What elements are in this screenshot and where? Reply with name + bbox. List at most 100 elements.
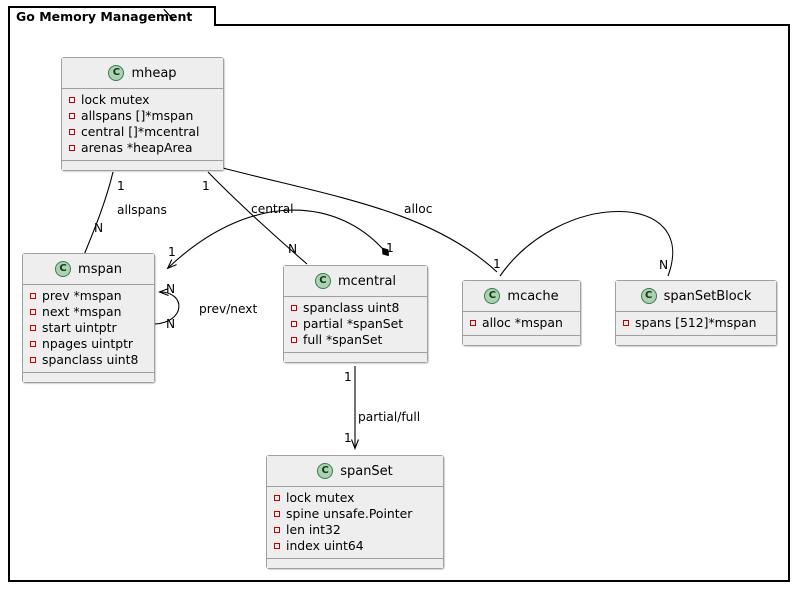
class-fields-mcache: alloc *mspan	[463, 312, 580, 336]
class-field-text: npages uintptr	[42, 335, 134, 351]
class-methods-spansetblock	[616, 336, 776, 345]
class-header-mspan: C mspan	[23, 254, 154, 285]
private-field-marker-icon	[291, 337, 297, 343]
class-field-text: start uintptr	[42, 319, 117, 335]
relation-mult-mheap-allspans-source: 1	[117, 179, 125, 193]
private-field-marker-icon	[274, 527, 280, 533]
class-circle-icon: C	[484, 288, 501, 304]
class-circle-icon: C	[108, 65, 125, 81]
class-box-spansetblock[interactable]: C spanSetBlock spans [512]*mspan	[615, 280, 777, 346]
class-field: prev *mspan	[23, 288, 154, 304]
class-field: alloc *mspan	[463, 315, 580, 331]
class-box-spanset[interactable]: C spanSet lock mutex spine unsafe.Pointe…	[266, 455, 444, 569]
class-field: lock mutex	[62, 92, 223, 108]
relation-mult-mcache-spansetblock-target: N	[659, 258, 669, 272]
private-field-marker-icon	[470, 320, 476, 326]
class-field-text: partial *spanSet	[303, 315, 404, 331]
class-field-text: spanclass uint8	[303, 299, 400, 315]
class-field: npages uintptr	[23, 336, 154, 352]
class-box-mheap[interactable]: C mheap lock mutex allspans []*mspan cen…	[61, 57, 224, 171]
class-circle-icon: C	[317, 463, 334, 479]
class-field-text: spans [512]*mspan	[635, 314, 757, 330]
private-field-marker-icon	[69, 97, 75, 103]
private-field-marker-icon	[69, 113, 75, 119]
class-field: allspans []*mspan	[62, 108, 223, 124]
relation-mult-mspan-self-source: N	[166, 282, 176, 296]
package-frame	[8, 24, 790, 582]
class-field-text: prev *mspan	[42, 287, 122, 303]
class-field-text: lock mutex	[81, 91, 150, 107]
class-field: lock mutex	[267, 490, 443, 506]
private-field-marker-icon	[69, 145, 75, 151]
private-field-marker-icon	[274, 495, 280, 501]
class-header-mcentral: C mcentral	[284, 266, 427, 297]
class-field: arenas *heapArea	[62, 140, 223, 156]
private-field-marker-icon	[30, 357, 36, 363]
private-field-marker-icon	[623, 320, 629, 326]
class-circle-icon: C	[640, 288, 657, 304]
class-methods-mcache	[463, 336, 580, 345]
class-name-mcache: mcache	[507, 288, 559, 304]
class-field: central []*mcentral	[62, 124, 223, 140]
relation-mult-mcentral-mspan-source: 1	[386, 241, 394, 255]
class-box-mcentral[interactable]: C mcentral spanclass uint8 partial *span…	[283, 265, 428, 363]
class-methods-mcentral	[284, 353, 427, 362]
class-header-spanset: C spanSet	[267, 456, 443, 487]
private-field-marker-icon	[274, 543, 280, 549]
class-field-text: next *mspan	[42, 303, 122, 319]
relation-mult-mheap-alloc-target: 1	[493, 257, 501, 271]
private-field-marker-icon	[30, 293, 36, 299]
class-name-mheap: mheap	[131, 65, 177, 81]
class-field: spine unsafe.Pointer	[267, 506, 443, 522]
private-field-marker-icon	[69, 129, 75, 135]
class-field-text: lock mutex	[286, 489, 355, 505]
class-methods-mspan	[23, 373, 154, 382]
class-field-text: spanclass uint8	[42, 351, 139, 367]
relation-label-allspans: allspans	[117, 203, 167, 217]
class-header-mheap: C mheap	[62, 58, 223, 89]
relation-mult-mheap-central-target: N	[288, 242, 298, 256]
class-field: spanclass uint8	[23, 352, 154, 368]
class-methods-spanset	[267, 559, 443, 568]
class-box-mcache[interactable]: C mcache alloc *mspan	[462, 280, 581, 346]
class-name-spansetblock: spanSetBlock	[663, 288, 752, 304]
private-field-marker-icon	[30, 309, 36, 315]
relation-label-prevnext: prev/next	[199, 302, 258, 316]
relation-label-central: central	[251, 202, 294, 216]
class-field-text: central []*mcentral	[81, 123, 200, 139]
class-name-mcentral: mcentral	[337, 273, 397, 289]
package-title-tab: Go Memory Management	[8, 6, 217, 26]
class-field-text: spine unsafe.Pointer	[286, 505, 413, 521]
relation-mult-mspan-self-target: N	[166, 317, 176, 331]
class-fields-mheap: lock mutex allspans []*mspan central []*…	[62, 89, 223, 161]
class-field: spans [512]*mspan	[616, 315, 776, 331]
class-methods-mheap	[62, 161, 223, 170]
class-name-spanset: spanSet	[340, 463, 393, 479]
relation-mult-mcentral-spanset-source: 1	[344, 370, 352, 384]
class-box-mspan[interactable]: C mspan prev *mspan next *mspan start ui…	[22, 253, 155, 383]
relation-mult-mcentral-mspan-target: 1	[168, 245, 176, 259]
class-field-text: index uint64	[286, 537, 364, 553]
class-header-mcache: C mcache	[463, 281, 580, 312]
class-circle-icon: C	[314, 273, 331, 289]
private-field-marker-icon	[30, 341, 36, 347]
class-field: start uintptr	[23, 320, 154, 336]
class-field: next *mspan	[23, 304, 154, 320]
class-fields-mcentral: spanclass uint8 partial *spanSet full *s…	[284, 297, 427, 353]
private-field-marker-icon	[291, 321, 297, 327]
class-fields-spanset: lock mutex spine unsafe.Pointer len int3…	[267, 487, 443, 559]
class-circle-icon: C	[55, 261, 72, 277]
class-header-spansetblock: C spanSetBlock	[616, 281, 776, 312]
private-field-marker-icon	[274, 511, 280, 517]
class-field-text: arenas *heapArea	[81, 139, 193, 155]
relation-mult-mheap-allspans-target: N	[94, 221, 104, 235]
relation-label-alloc: alloc	[404, 202, 433, 216]
class-field: spanclass uint8	[284, 300, 427, 316]
class-fields-mspan: prev *mspan next *mspan start uintptr np…	[23, 285, 154, 373]
class-fields-spansetblock: spans [512]*mspan	[616, 312, 776, 336]
relation-mult-mcentral-spanset-target: 1	[344, 431, 352, 445]
relation-label-partialfull: partial/full	[358, 410, 421, 424]
class-field-text: len int32	[286, 521, 341, 537]
class-field-text: full *spanSet	[303, 331, 383, 347]
